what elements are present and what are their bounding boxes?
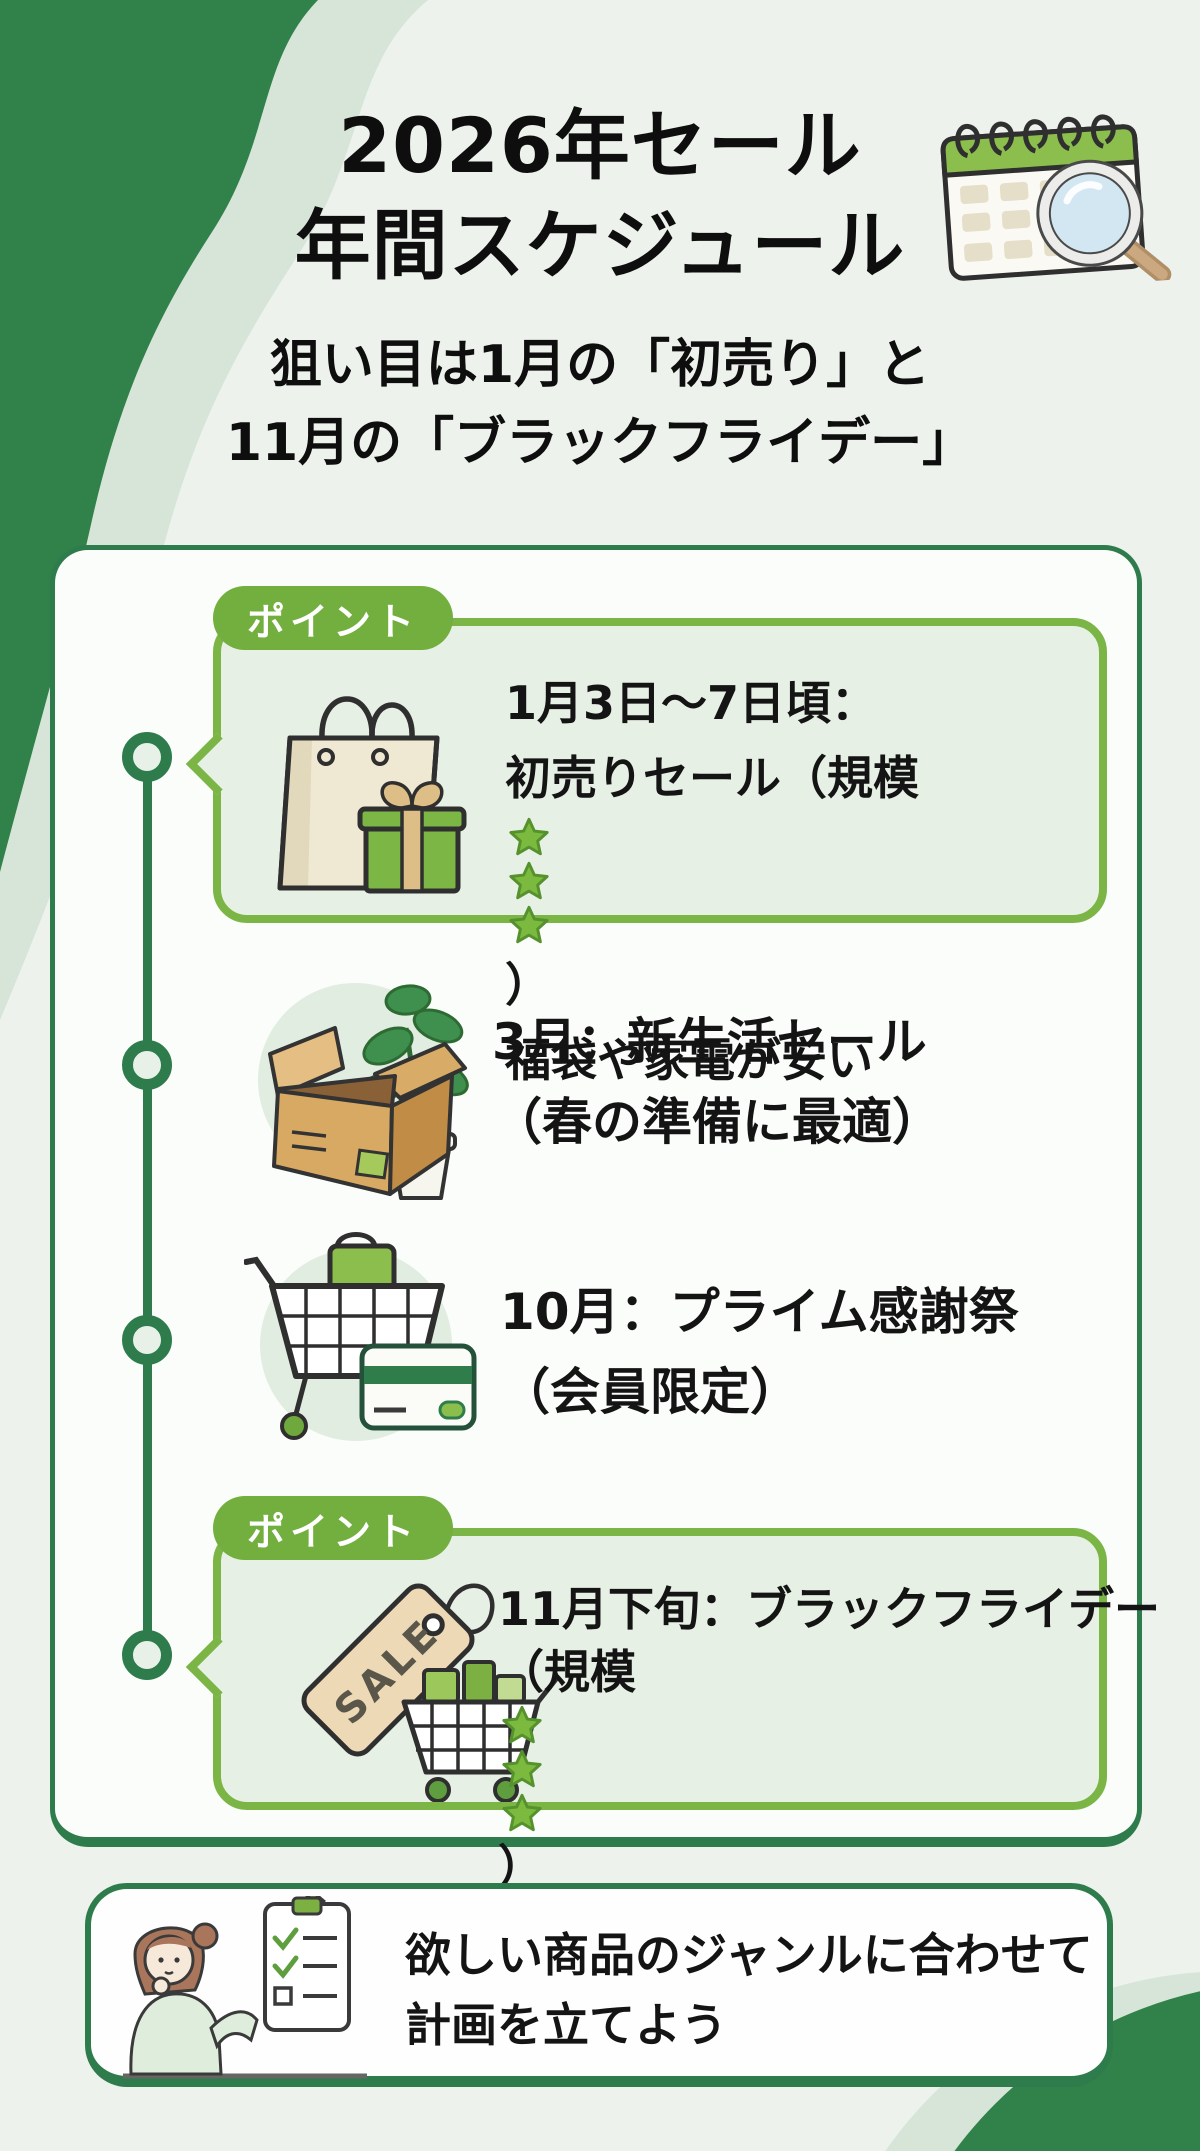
page-title: 2026年セール 年間スケジュール [0,96,1200,296]
footer-line1: 欲しい商品のジャンルに合わせて [405,1928,1093,1982]
item-2-line2: （春の準備に最適） [492,1093,942,1151]
timeline-node-4 [122,1630,172,1680]
star-icon [509,861,549,900]
item-1-line1: 1月3日〜7日頃： [505,676,878,730]
sale-tag-and-cart-icon: SALE [301,1583,558,1802]
page-subtitle-line2: 11月の「ブラックフライデー」 [225,413,975,473]
item-2-text: 3月：新生活セール （春の準備に最適） [492,1002,942,1162]
star-icon [509,905,549,944]
timeline-node-1 [122,732,172,782]
star-rating [505,816,919,948]
star-icon [509,817,549,856]
thinking-person-with-checklist-icon [123,1896,367,2079]
cart-and-credit-card-icon [244,1232,477,1440]
item-1-line2: 初売りセール（規模 ） [505,751,919,1012]
item-1-line3: 福袋や家電が安い [505,1033,873,1087]
star-rating [498,1704,1160,1836]
timeline-line [143,757,152,1655]
star-icon [502,1793,542,1832]
item-4-line2: （規模 ） [498,1641,1160,1899]
page-subtitle: 狙い目は1月の「初売り」と 11月の「ブラックフライデー」 [0,326,1200,482]
item-3-line1: 10月：プライム感謝祭 [500,1283,1019,1341]
item-1-text: 1月3日〜7日頃： 初売りセール（規模 ） 福袋や家電が安い [505,666,919,1098]
item-3-line2: （会員限定） [500,1363,800,1421]
point-badge-1: ポイント [213,586,453,650]
timeline-node-2 [122,1040,172,1090]
star-icon [502,1705,542,1744]
star-icon [502,1749,542,1788]
corner-blob-top-left [0,0,428,1020]
footer-text: 欲しい商品のジャンルに合わせて 計画を立てよう [405,1920,1093,2060]
point-badge-label: ポイント [246,1509,419,1554]
page-title-line2: 年間スケジュール [294,201,906,290]
shopping-bag-and-gift-icon [277,696,467,894]
calendar-search-icon [940,114,1172,284]
footer-note-card [85,1883,1113,2087]
timeline-node-3 [122,1315,172,1365]
item-3-text: 10月：プライム感謝祭 （会員限定） [500,1272,1019,1432]
moving-box-and-plant-icon [268,984,469,1200]
point-badge-label: ポイント [246,599,419,644]
point-badge-2: ポイント [213,1496,453,1560]
item-2-line1: 3月：新生活セール [492,1013,927,1071]
item-4-line1: 11月下旬：ブラックフライデー [498,1582,1161,1636]
page-title-line1: 2026年セール [338,101,862,190]
page-subtitle-line1: 狙い目は1月の「初売り」と [269,335,931,395]
footer-line2: 計画を立てよう [405,1998,727,2052]
